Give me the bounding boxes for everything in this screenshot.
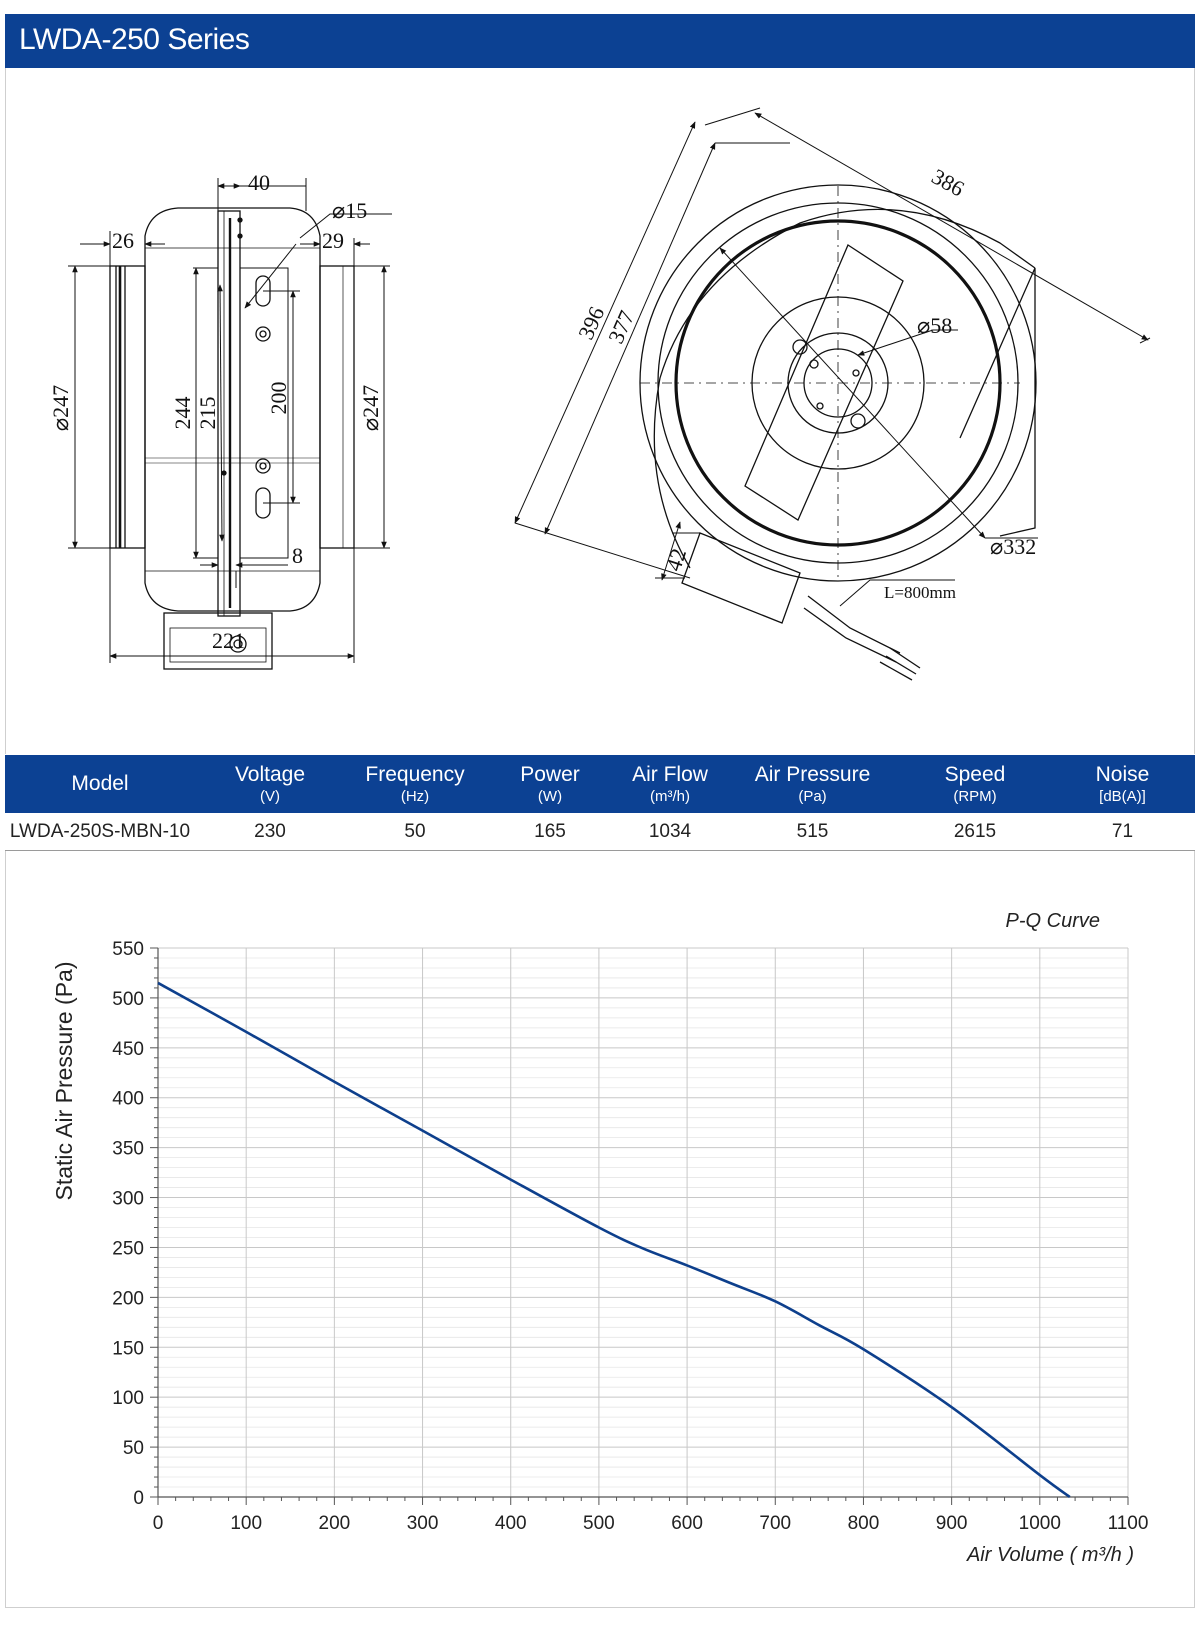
- front-view-labels: 386 396 377 ⌀58 ⌀332 42 L=800mm: [573, 164, 1036, 602]
- y-tick-label: 350: [112, 1139, 144, 1160]
- dim-label: ⌀247: [358, 385, 383, 431]
- x-tick-label: 400: [495, 1513, 527, 1534]
- x-tick-label: 700: [759, 1513, 791, 1534]
- spec-table: Model Voltage(V) Frequency(Hz) Power(W) …: [5, 755, 1195, 851]
- series-title: LWDA-250 Series: [19, 23, 250, 56]
- cell-frequency: 50: [345, 813, 485, 851]
- y-tick-label: 100: [112, 1388, 144, 1409]
- y-tick-label: 250: [112, 1238, 144, 1259]
- front-view-dimensions: [514, 107, 1151, 607]
- table-row: LWDA-250S-MBN-10 230 50 165 1034 515 261…: [5, 813, 1195, 851]
- y-tick-label: 150: [112, 1338, 144, 1359]
- y-tick-label: 400: [112, 1089, 144, 1110]
- pq-curve-chart: 0 50 100 150 200 250 300 350 400 450 500 550 0 100 200…: [51, 910, 1148, 1566]
- dim-label: 244: [170, 397, 195, 430]
- y-tick-label: 550: [112, 939, 144, 960]
- x-tick-label: 900: [936, 1513, 968, 1534]
- dim-label: L=800mm: [884, 583, 956, 602]
- cell-air-pressure: 515: [725, 813, 900, 851]
- cell-model: LWDA-250S-MBN-10: [5, 813, 195, 851]
- col-header-air-flow: Air Flow(m³/h): [615, 755, 725, 813]
- x-tick-label: 600: [671, 1513, 703, 1534]
- dim-label: ⌀58: [917, 313, 952, 338]
- cell-power: 165: [485, 813, 615, 851]
- dim-label: 200: [266, 382, 291, 415]
- dim-label: 215: [195, 397, 220, 430]
- x-axis-label: Air Volume ( m³/h ): [966, 1544, 1134, 1566]
- spec-header-row: Model Voltage(V) Frequency(Hz) Power(W) …: [5, 755, 1195, 813]
- col-header-power: Power(W): [485, 755, 615, 813]
- dim-label: 221: [212, 628, 245, 653]
- side-view-labels: 40 ⌀15 26 29 ⌀247 244 215 200 ⌀247 8 221: [48, 170, 383, 653]
- dim-label: 386: [928, 164, 969, 202]
- cell-voltage: 230: [195, 813, 345, 851]
- chart-axes: 0 50 100 150 200 250 300 350 400 450 500 550 0 100 200…: [112, 939, 1148, 1534]
- chart-title: P-Q Curve: [1006, 910, 1100, 932]
- cell-speed: 2615: [900, 813, 1050, 851]
- chart-curve: [157, 981, 1071, 1499]
- x-tick-label: 200: [319, 1513, 351, 1534]
- y-axis-label: Static Air Pressure (Pa): [51, 961, 77, 1200]
- cell-air-flow: 1034: [615, 813, 725, 851]
- y-tick-label: 200: [112, 1288, 144, 1309]
- dim-label: 40: [248, 170, 270, 195]
- dim-label: 26: [112, 228, 134, 253]
- drawing-frame: [5, 68, 1195, 754]
- dim-label: 29: [322, 228, 344, 253]
- side-view-drawing: [109, 207, 355, 670]
- x-tick-label: 1000: [1019, 1513, 1061, 1534]
- x-tick-label: 800: [848, 1513, 880, 1534]
- col-header-frequency: Frequency(Hz): [345, 755, 485, 813]
- col-header-speed: Speed(RPM): [900, 755, 1050, 813]
- col-header-air-pressure: Air Pressure(Pa): [725, 755, 900, 813]
- dim-label: ⌀332: [990, 534, 1036, 559]
- page-header: LWDA-250 Series: [5, 14, 1195, 68]
- x-tick-label: 1100: [1108, 1513, 1149, 1534]
- side-view-dimensions: [68, 178, 392, 663]
- col-header-model: Model: [5, 755, 195, 813]
- y-tick-label: 300: [112, 1189, 144, 1210]
- x-tick-label: 100: [230, 1513, 262, 1534]
- y-tick-label: 450: [112, 1039, 144, 1060]
- col-header-noise: Noise[dB(A)]: [1050, 755, 1195, 813]
- front-view-drawing: [639, 184, 1037, 681]
- series-line: [157, 981, 1071, 1499]
- dimension-drawings: 40 ⌀15 26 29 ⌀247 244 215 200 ⌀247 8 221: [48, 107, 1151, 681]
- chart-frame: [5, 851, 1195, 1608]
- x-tick-label: 500: [583, 1513, 615, 1534]
- x-tick-label: 0: [153, 1513, 164, 1534]
- dim-label: ⌀15: [332, 198, 367, 223]
- dim-label: 8: [292, 543, 303, 568]
- x-tick-label: 300: [407, 1513, 439, 1534]
- cell-noise: 71: [1050, 813, 1195, 851]
- dim-label: ⌀247: [48, 385, 73, 431]
- y-tick-label: 0: [133, 1488, 144, 1509]
- col-header-voltage: Voltage(V): [195, 755, 345, 813]
- chart-grid: [157, 947, 1129, 1498]
- y-tick-label: 50: [123, 1438, 144, 1459]
- y-tick-label: 500: [112, 989, 144, 1010]
